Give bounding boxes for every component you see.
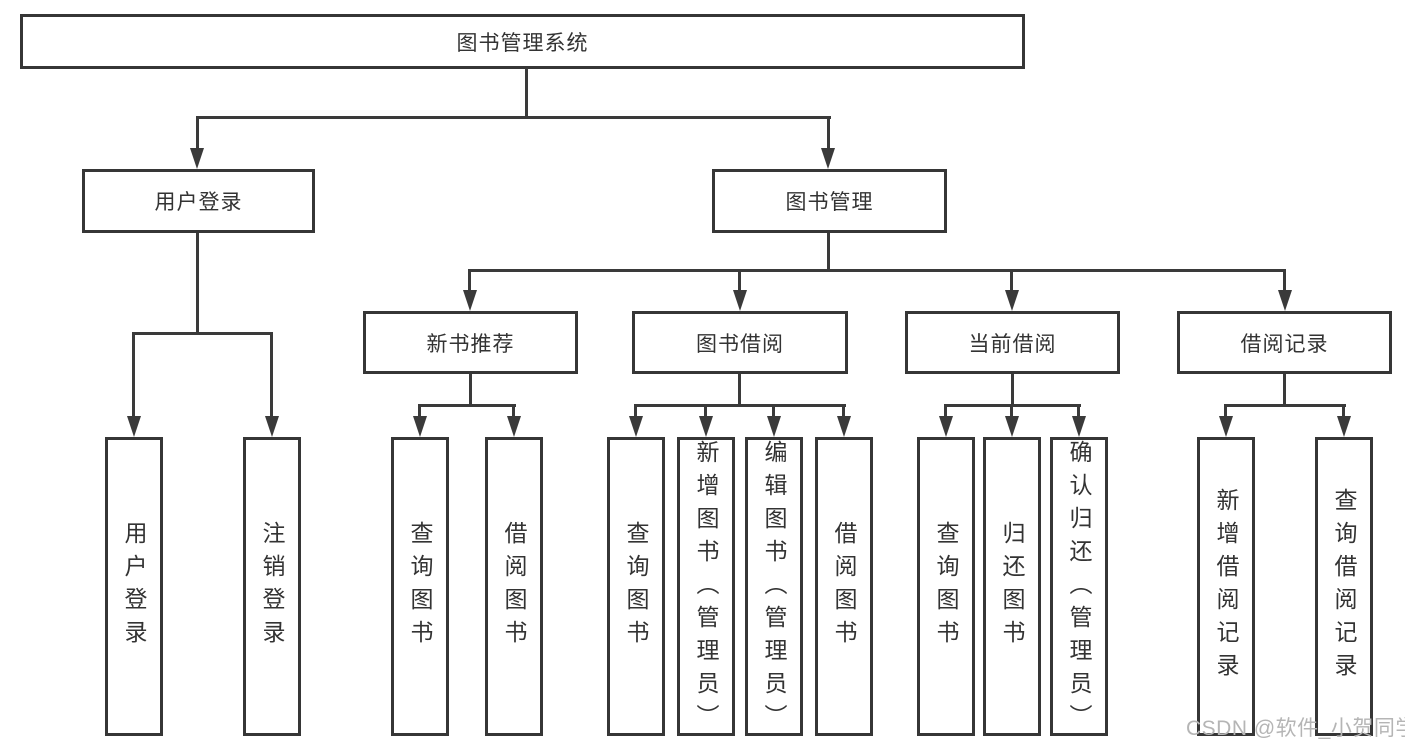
node-book-borrow-label: 图书借阅 <box>696 332 784 356</box>
connector-records-stem <box>1283 374 1286 407</box>
leaf-return-books: 归还图书 <box>983 437 1041 736</box>
arrow-currentborrow <box>1005 290 1019 311</box>
connector-newbook-drop <box>468 269 471 293</box>
node-book-borrow: 图书借阅 <box>632 311 848 374</box>
arrow-bookborrow-leaf3 <box>767 416 781 437</box>
arrow-bookborrow-leaf1 <box>629 416 643 437</box>
connector-newbook-leaf2-drop <box>512 404 515 418</box>
node-root: 图书管理系统 <box>20 14 1025 69</box>
node-borrow-records-label: 借阅记录 <box>1240 332 1329 356</box>
connector-bookborrow-leaf4-drop <box>842 404 845 418</box>
connector-bookborrow-rail <box>634 404 846 407</box>
node-book-management-label: 图书管理 <box>785 191 874 214</box>
connector-bookborrow-drop <box>738 269 741 293</box>
node-new-book-recommend-label: 新书推荐 <box>426 332 515 356</box>
arrow-bookborrow-leaf2 <box>699 416 713 437</box>
node-root-label: 图书管理系统 <box>456 31 589 55</box>
connector-currentborrow-leaf1-drop <box>944 404 947 418</box>
connector-newbook-stem <box>469 374 472 407</box>
arrow-newbook-leaf1 <box>413 416 427 437</box>
leaf-current-query-books: 查询图书 <box>917 437 975 736</box>
arrow-user-login <box>190 148 204 169</box>
connector-user-stem <box>196 233 199 334</box>
leaf-logout: 注销登录 <box>243 437 301 736</box>
arrow-currentborrow-leaf1 <box>939 416 953 437</box>
arrow-newbook <box>463 290 477 311</box>
connector-newbook-rail <box>418 404 516 407</box>
connector-user-rail <box>132 332 273 335</box>
connector-book-management-drop <box>827 116 830 150</box>
leaf-add-books-admin: 新增图书（管理员） <box>677 437 735 737</box>
node-current-borrow: 当前借阅 <box>905 311 1120 374</box>
leaf-add-borrow-record: 新增借阅记录 <box>1197 437 1255 736</box>
arrow-bookborrow <box>733 290 747 311</box>
arrow-user-leaf1 <box>127 416 141 437</box>
connector-bookborrow-stem <box>738 374 741 407</box>
connector-records-drop <box>1283 269 1286 293</box>
connector-records-rail <box>1224 404 1346 407</box>
arrow-book-management <box>821 148 835 169</box>
connector-currentborrow-stem <box>1011 374 1014 407</box>
arrow-bookborrow-leaf4 <box>837 416 851 437</box>
connector-root-stem <box>525 68 528 118</box>
leaf-borrow-query-books: 查询图书 <box>607 437 665 736</box>
leaf-edit-books-admin: 编辑图书（管理员） <box>745 437 803 737</box>
connector-user-leaf2-drop <box>270 332 273 416</box>
connector-mgmt-stem <box>827 233 830 272</box>
arrow-currentborrow-leaf3 <box>1072 416 1086 437</box>
connector-currentborrow-drop <box>1010 269 1013 293</box>
leaf-newbook-borrow-books: 借阅图书 <box>485 437 543 736</box>
connector-level3-rail <box>469 269 1286 272</box>
connector-newbook-leaf1-drop <box>418 404 421 418</box>
node-new-book-recommend: 新书推荐 <box>363 311 578 374</box>
connector-user-login-drop <box>196 116 199 150</box>
node-current-borrow-label: 当前借阅 <box>968 332 1057 356</box>
connector-records-leaf1-drop <box>1224 404 1227 418</box>
node-user-login-label: 用户登录 <box>154 191 243 214</box>
connector-currentborrow-leaf2-drop <box>1010 404 1013 418</box>
watermark-text: CSDN @软件_小贺同学 <box>1186 717 1405 740</box>
arrow-records-leaf2 <box>1337 416 1351 437</box>
arrow-records <box>1278 290 1292 311</box>
node-book-management: 图书管理 <box>712 169 947 233</box>
arrow-currentborrow-leaf2 <box>1005 416 1019 437</box>
connector-user-leaf1-drop <box>132 332 135 416</box>
arrow-user-leaf2 <box>265 416 279 437</box>
arrow-newbook-leaf2 <box>507 416 521 437</box>
node-user-login: 用户登录 <box>82 169 315 233</box>
connector-bookborrow-leaf3-drop <box>772 404 775 418</box>
arrow-records-leaf1 <box>1219 416 1233 437</box>
leaf-borrow-books: 借阅图书 <box>815 437 873 736</box>
leaf-user-login: 用户登录 <box>105 437 163 736</box>
connector-currentborrow-leaf3-drop <box>1077 404 1080 418</box>
connector-records-leaf2-drop <box>1342 404 1345 418</box>
leaf-confirm-return-admin: 确认归还（管理员） <box>1050 437 1108 737</box>
leaf-query-borrow-record: 查询借阅记录 <box>1315 437 1373 736</box>
node-borrow-records: 借阅记录 <box>1177 311 1392 374</box>
connector-bookborrow-leaf1-drop <box>634 404 637 418</box>
connector-bookborrow-leaf2-drop <box>704 404 707 418</box>
connector-level2-rail <box>196 116 831 119</box>
leaf-newbook-query-books: 查询图书 <box>391 437 449 736</box>
